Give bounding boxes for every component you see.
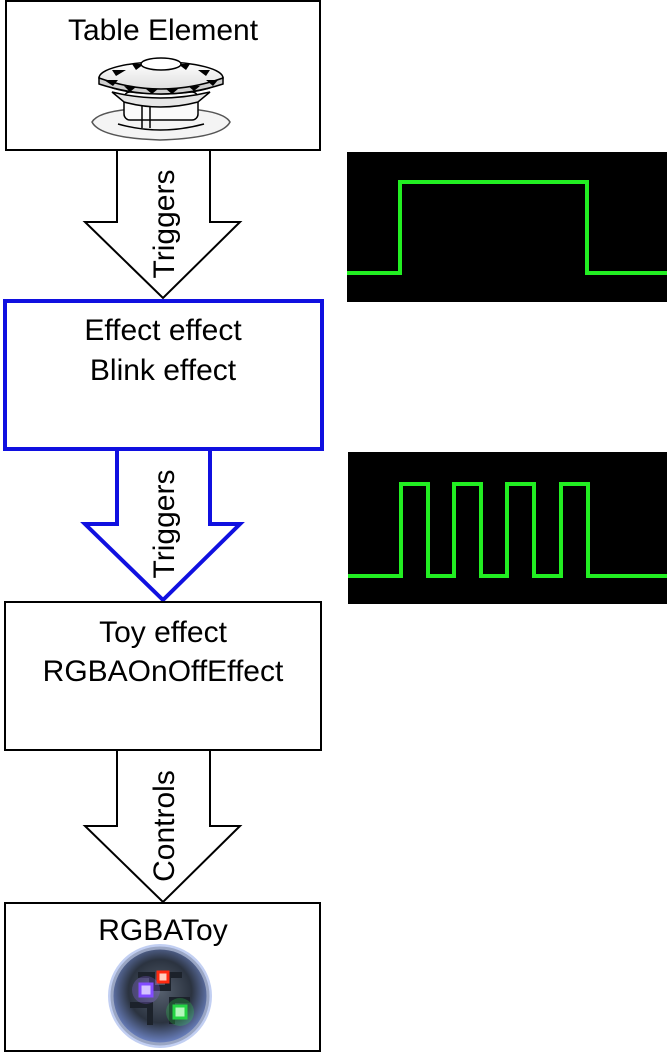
single-pulse-background [347,152,667,302]
effect-line-1: Effect effect [84,314,242,347]
toy-effect-line-1: Toy effect [99,616,228,649]
square-wave-icon [348,482,667,578]
single-pulse-signal [347,152,667,302]
table-element-title: Table Element [68,14,259,47]
toy-effect-line-2: RGBAOnOffEffect [43,655,284,688]
bumper-icon [91,57,231,141]
triggers-label-2: Triggers [148,470,181,579]
blink-pulses-signal [348,452,667,604]
triggers-arrow-2: Triggers [80,447,245,603]
controls-label: Controls [148,770,181,882]
controls-arrow: Controls [82,749,243,904]
triggers-label-1: Triggers [148,170,181,279]
rgb-led-icon [108,944,212,1048]
effect-box [3,299,324,451]
triggers-arrow-1: Triggers [82,149,243,300]
effect-node: Effect effect Blink effect [3,299,324,451]
square-pulse-icon [347,180,667,275]
table-element-node: Table Element [5,0,321,151]
rgba-toy-title: RGBAToy [98,914,227,947]
toy-effect-box [4,601,322,751]
rgba-toy-node: RGBAToy [4,902,321,1052]
effect-line-2: Blink effect [90,354,237,387]
toy-effect-node: Toy effect RGBAOnOffEffect [4,601,322,751]
